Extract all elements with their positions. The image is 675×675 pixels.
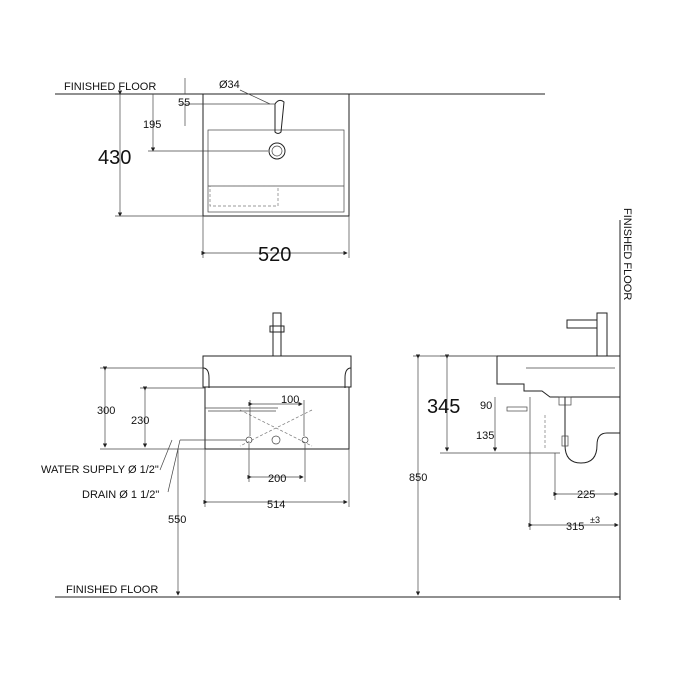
side-basin-body (496, 355, 621, 398)
dim-520-label: 520 (258, 244, 291, 266)
plan-view: FINISHED FLOOR Ø34 55 195 430 520 (55, 78, 545, 266)
basin-hidden-shelf (209, 185, 279, 207)
front-view: 100 300 230 WATER SUPPLY Ø 1/2" DRAIN Ø … (41, 312, 620, 598)
dim-55-label: 55 (178, 97, 190, 109)
dim-345-label: 345 (427, 396, 460, 418)
basin-bowl-outline (207, 129, 345, 213)
plan-finished-floor-label: FINISHED FLOOR (64, 81, 156, 93)
tap-hole-circle (268, 142, 286, 160)
hole-leader-line (239, 89, 271, 105)
side-faucet-body (596, 312, 608, 357)
dim-100-label: 100 (281, 394, 299, 406)
drain-outlet-circle (271, 435, 281, 445)
drain-leader-lower (167, 439, 181, 493)
side-trap-pipe (564, 397, 620, 464)
side-finished-floor-label: FINISHED FLOOR (621, 208, 633, 300)
tap-hole-inner (271, 145, 283, 157)
dim-850-label: 850 (409, 472, 427, 484)
supply-outlet-left (245, 436, 253, 444)
dim-225-label: 225 (577, 489, 595, 501)
dim-430-label: 430 (98, 147, 131, 169)
dim-90-label: 90 (480, 400, 492, 412)
front-faucet-handle (269, 325, 285, 333)
dim-514-label: 514 (267, 499, 285, 511)
front-basin-body (202, 355, 352, 388)
dim-315-tolerance: ±3 (590, 515, 600, 525)
hole-diameter-label: Ø34 (219, 79, 240, 91)
front-faucet-icon (272, 312, 282, 357)
drain-label: DRAIN Ø 1 1/2" (82, 489, 159, 501)
front-finished-floor-label: FINISHED FLOOR (66, 584, 158, 596)
front-frame-outline (204, 386, 350, 450)
water-supply-label: WATER SUPPLY Ø 1/2" (41, 464, 159, 476)
dim-230-label: 230 (131, 415, 149, 427)
side-faucet-spout (566, 319, 598, 329)
water-supply-leader-diag (159, 439, 173, 471)
dim-300-label: 300 (97, 405, 115, 417)
dim-550-label: 550 (168, 514, 186, 526)
dim-315-label: 315 (566, 521, 584, 533)
dim-135-label: 135 (476, 430, 494, 442)
front-basin-right-curve (344, 367, 352, 388)
side-supply-valve (506, 406, 528, 412)
supply-outlet-right (301, 436, 309, 444)
side-view: FINISHED FLOOR 345 90 135 850 225 (409, 208, 633, 600)
front-basin-left-curve (202, 367, 210, 388)
side-trap-nut (561, 435, 569, 447)
dim-200-label: 200 (268, 473, 286, 485)
basin-top-outline (202, 93, 350, 217)
side-drain-fitting (558, 396, 572, 406)
dim-195-label: 195 (143, 119, 161, 131)
faucet-plan-icon (274, 99, 285, 134)
